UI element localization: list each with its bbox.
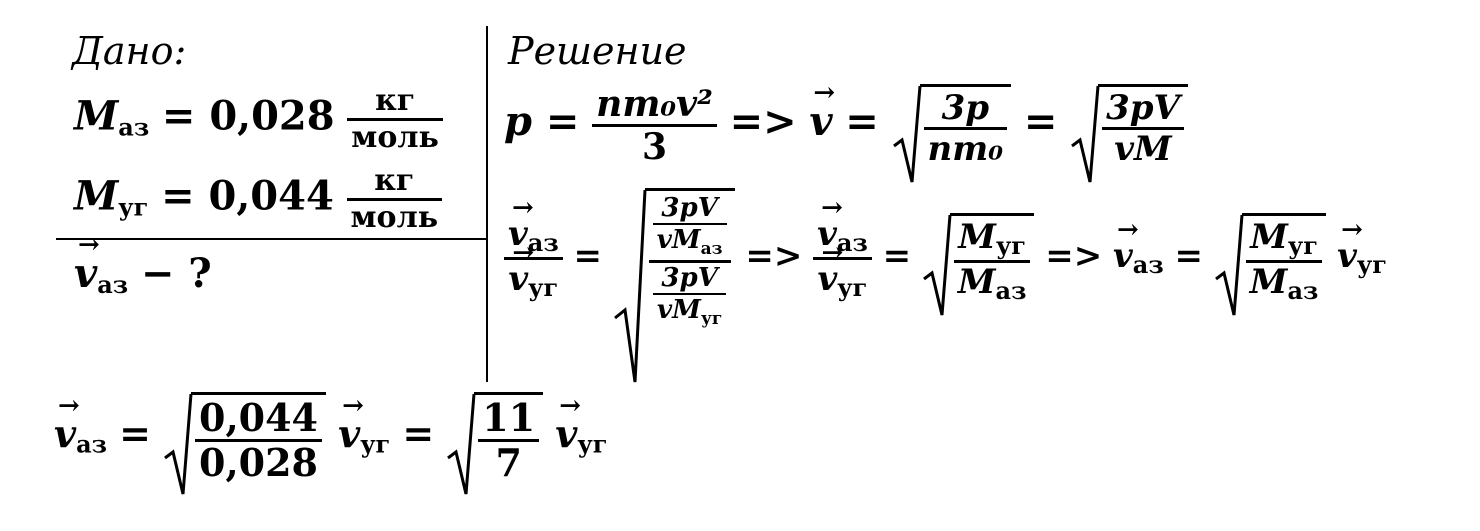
solution-heading: Решение	[508, 29, 687, 73]
unit-fraction: кг моль	[346, 166, 443, 233]
sqrt-3p-nm0: 3p nm₀	[892, 84, 1012, 183]
final-result: vаз = 0,044 0,028 vуг = 11 7 vуг	[54, 392, 607, 495]
sqrt-numeric-ratio: 0,044 0,028	[163, 392, 326, 495]
given-find: vаз − ?	[74, 232, 212, 297]
given-divider	[56, 238, 488, 240]
unit-fraction: кг моль	[347, 86, 443, 153]
sqrt-3pv-vm: 3pV vM	[1070, 84, 1188, 183]
given-m-nitrogen: Mаз = 0,028 кг моль	[74, 86, 443, 153]
sqrt-11-7: 11 7	[446, 392, 544, 495]
vertical-divider	[486, 26, 488, 382]
given-heading: Дано:	[72, 29, 187, 73]
sqrt-m-ratio: Mуг Mаз	[922, 213, 1035, 316]
solution-line-1: p = nm₀v² 3 => v = 3p nm₀ = 3pV vM	[504, 80, 1188, 183]
given-m-co2: Mуг = 0,044 кг моль	[74, 166, 443, 233]
sqrt-m-ratio-2: Mуг Mаз	[1214, 213, 1327, 316]
